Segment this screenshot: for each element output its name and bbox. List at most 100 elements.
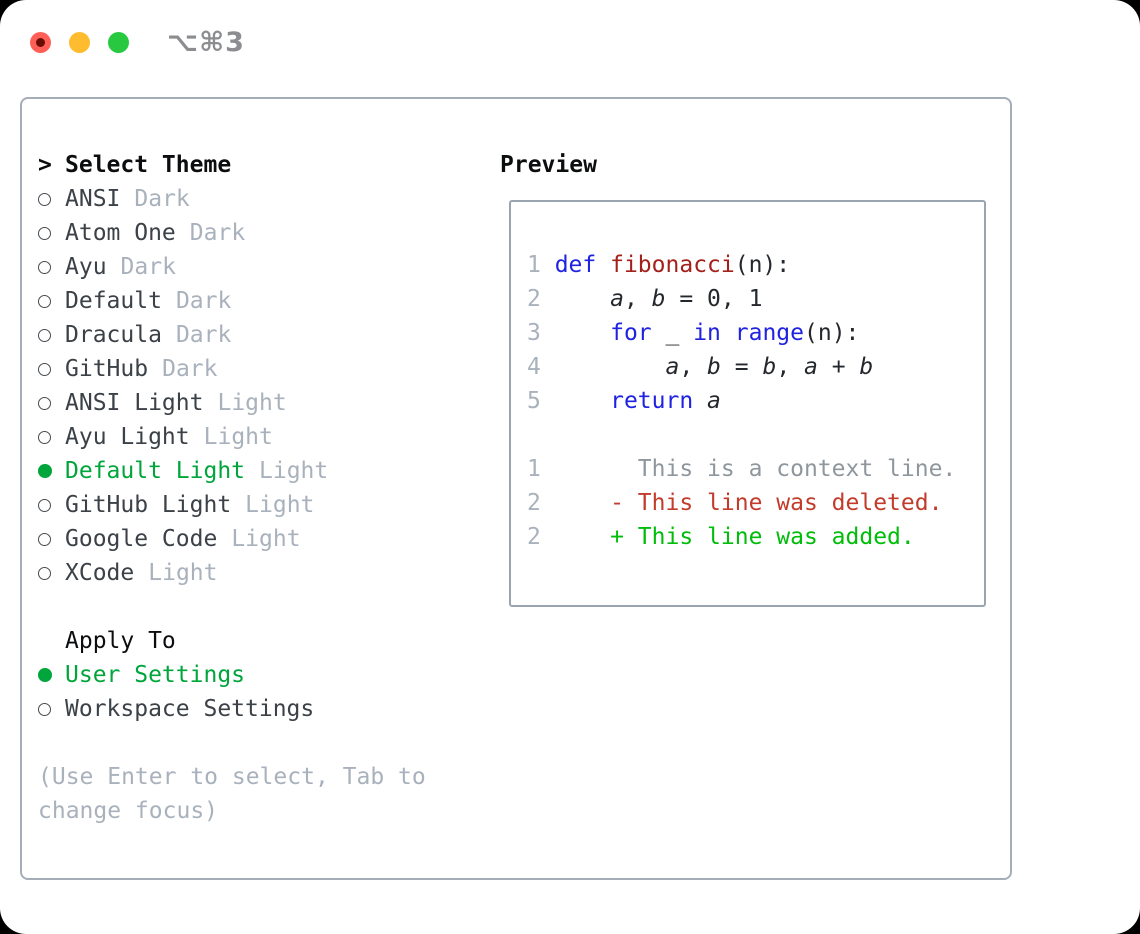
- maximize-button[interactable]: [108, 32, 129, 53]
- code-segment: +: [817, 354, 860, 380]
- code-line: 2 a, b = 0, 1: [527, 282, 984, 316]
- select-theme-title: Select Theme: [65, 152, 232, 178]
- theme-variant-tag: Light: [203, 424, 273, 450]
- code-segment: a: [665, 354, 680, 380]
- apply-item-label: Workspace Settings: [65, 696, 315, 722]
- select-theme-header: > Select Theme: [38, 148, 483, 182]
- hint-text: (Use Enter to select, Tab to change focu…: [38, 764, 426, 824]
- theme-name: GitHub: [65, 356, 149, 382]
- theme-variant-tag: Light: [148, 560, 218, 586]
- code-segment: _: [651, 320, 694, 346]
- radio-column: [38, 566, 65, 580]
- theme-variant-tag: Dark: [189, 220, 246, 246]
- code-segment: b: [859, 354, 874, 380]
- code-segment: [693, 388, 707, 414]
- theme-variant-tag: Dark: [134, 186, 190, 212]
- theme-variant-tag: Light: [259, 458, 329, 484]
- line-number: 4: [527, 354, 555, 380]
- radio-column: [38, 464, 65, 478]
- close-dot-icon: [36, 38, 45, 47]
- spacer: [38, 726, 483, 760]
- radio-unselected-icon: [38, 192, 51, 206]
- radio-column: [38, 396, 65, 410]
- theme-variant-tag: Dark: [120, 254, 176, 280]
- radio-unselected-icon: [38, 294, 51, 308]
- code-segment: + This line was added.: [540, 524, 915, 550]
- theme-item-default[interactable]: Default Dark: [38, 284, 483, 318]
- radio-column: [38, 226, 65, 240]
- radio-unselected-icon: [38, 702, 51, 716]
- radio-unselected-icon: [38, 532, 51, 546]
- code-segment: = 0, 1: [665, 286, 763, 312]
- theme-name: Default: [65, 288, 162, 314]
- radio-column: [38, 328, 65, 342]
- code-segment: in: [693, 320, 721, 346]
- theme-variant-tag: Light: [231, 526, 301, 552]
- radio-column: [38, 532, 65, 546]
- radio-unselected-icon: [38, 328, 51, 342]
- code-segment: b: [762, 354, 777, 380]
- code-segment: - This line was deleted.: [540, 490, 943, 516]
- theme-variant-tag: Dark: [162, 356, 218, 382]
- diff-line: 2 + This line was added.: [527, 520, 984, 554]
- minimize-button[interactable]: [69, 32, 90, 53]
- theme-name: Dracula: [65, 322, 162, 348]
- line-number: 2: [527, 524, 541, 550]
- code-segment: ,: [679, 354, 708, 380]
- code-line: 3 for _ in range(n):: [527, 316, 984, 350]
- code-segment: [721, 320, 735, 346]
- radio-column: [38, 702, 65, 716]
- theme-item-dracula[interactable]: Dracula Dark: [38, 318, 483, 352]
- apply-item-workspace-settings[interactable]: Workspace Settings: [38, 692, 483, 726]
- radio-column: [38, 192, 65, 206]
- preview-title: Preview: [500, 152, 597, 178]
- line-number: 2: [527, 490, 541, 516]
- radio-unselected-icon: [38, 498, 51, 512]
- radio-selected-icon: [38, 668, 52, 682]
- theme-variant-tag: Dark: [175, 322, 232, 348]
- code-segment: (n):: [804, 320, 860, 346]
- radio-column: [38, 294, 65, 308]
- line-number: 1: [527, 456, 541, 482]
- theme-variant-tag: Light: [245, 492, 315, 518]
- cursor-icon: >: [38, 152, 52, 178]
- code-segment: a: [610, 286, 624, 312]
- apply-to-title: Apply To: [65, 628, 176, 654]
- apply-item-user-settings[interactable]: User Settings: [38, 658, 483, 692]
- theme-name: Google Code: [65, 526, 218, 552]
- code-segment: a: [804, 354, 818, 380]
- close-button[interactable]: [30, 32, 51, 53]
- radio-column: [38, 498, 65, 512]
- theme-item-google-code[interactable]: Google Code Light: [38, 522, 483, 556]
- code-segment: b: [651, 286, 666, 312]
- code-line: 1 def fibonacci(n):: [527, 248, 984, 282]
- theme-item-github[interactable]: GitHub Dark: [38, 352, 483, 386]
- radio-column: [38, 260, 65, 274]
- spacer: [38, 590, 483, 624]
- line-number: 1: [527, 252, 555, 278]
- theme-variant-tag: Dark: [175, 288, 232, 314]
- radio-unselected-icon: [38, 430, 51, 444]
- theme-variant-tag: Light: [217, 390, 287, 416]
- code-segment: b: [707, 354, 721, 380]
- code-segment: def: [554, 252, 597, 278]
- code-segment: ,: [623, 286, 652, 312]
- diff-line: 1 This is a context line.: [527, 452, 984, 486]
- code-line: 5 return a: [527, 384, 984, 418]
- code-segment: =: [720, 354, 763, 380]
- code-segment: This is a context line.: [540, 456, 957, 482]
